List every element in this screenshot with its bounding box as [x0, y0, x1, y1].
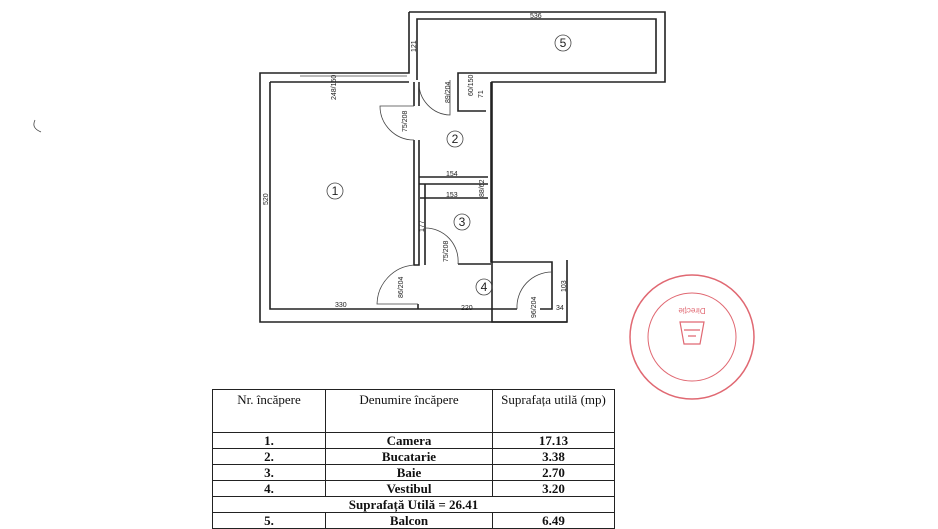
cell-name: Camera: [325, 432, 493, 449]
svg-text:Direcție: Direcție: [678, 306, 706, 315]
dim-room1-width: 330: [335, 302, 347, 309]
dim-entry-depth: 103: [561, 280, 568, 292]
header-room-name: Denumire încăpere: [325, 389, 493, 433]
table-total-row: Suprafață Utilă = 26.41: [212, 496, 615, 513]
dim-kitchen-side: 71: [478, 90, 485, 98]
cell-name: Baie: [325, 464, 493, 481]
cell-area: 3.20: [492, 480, 615, 497]
cell-number: 5.: [212, 512, 326, 529]
cell-number: 1.: [212, 432, 326, 449]
dim-door-kitchen: 75/208: [402, 110, 409, 132]
cell-area: 17.13: [492, 432, 615, 449]
dim-window-room1: 248/150: [331, 75, 338, 100]
door-arc-kitchen: [379, 105, 415, 141]
dim-window-kitchen: 60/150: [468, 74, 475, 96]
partition-room1-kitchen: [413, 82, 420, 266]
cell-name: Balcon: [325, 512, 493, 529]
dim-bath-opening: 88/62: [479, 179, 486, 197]
scan-mark: [33, 119, 42, 133]
room-number-2: 2: [452, 132, 459, 146]
cell-area: 2.70: [492, 464, 615, 481]
header-room-number: Nr. încăpere: [212, 389, 326, 433]
dim-bath-depth: 177: [419, 220, 426, 232]
dim-entry-wall: 34: [556, 305, 564, 312]
dim-balcony-length: 536: [530, 13, 542, 20]
cell-name: Vestibul: [325, 480, 493, 497]
dim-hall-width: 220: [461, 305, 473, 312]
outer-wall: [259, 12, 567, 323]
rooms-table: Nr. încăpere Denumire încăpere Suprafața…: [212, 389, 615, 529]
official-stamp: Direcție: [629, 274, 755, 400]
room-number-1: 1: [332, 184, 339, 198]
door-arc-balcony: [418, 80, 451, 116]
dim-door-balcony: 89/204: [445, 81, 452, 103]
dim-door-entry: 96/204: [531, 296, 538, 318]
dim-door-room1: 86/204: [398, 276, 405, 298]
room-number-5: 5: [560, 36, 567, 50]
inner-wall-room1: [269, 81, 553, 310]
cell-name: Bucatarie: [325, 448, 493, 465]
table-header-row: Nr. încăpere Denumire încăpere Suprafața…: [212, 389, 615, 433]
cell-number: 2.: [212, 448, 326, 465]
door-arc-entry: [516, 271, 553, 310]
dim-door-bath: 75/208: [443, 240, 450, 262]
door-arc-room1: [376, 264, 418, 305]
partition-bath-hall: [424, 184, 491, 265]
cell-area: 3.38: [492, 448, 615, 465]
room-number-4: 4: [481, 280, 488, 294]
cell-number: 4.: [212, 480, 326, 497]
balcony-inner-wall: [416, 18, 657, 112]
total-area: Suprafață Utilă = 26.41: [212, 496, 615, 513]
header-area: Suprafața utilă (mp): [492, 389, 615, 433]
dim-bath-width: 153: [446, 192, 458, 199]
room-number-3: 3: [459, 215, 466, 229]
partition-kitchen-bath: [419, 176, 488, 199]
cell-area: 6.49: [492, 512, 615, 529]
door-arc-bath: [424, 227, 459, 265]
cell-number: 3.: [212, 464, 326, 481]
dim-room1-length: 520: [263, 193, 270, 205]
room-number-markers: 1 2 3 4 5: [326, 34, 572, 296]
dim-kitchen-width: 154: [446, 171, 458, 178]
dim-balcony-width: 121: [411, 40, 418, 52]
